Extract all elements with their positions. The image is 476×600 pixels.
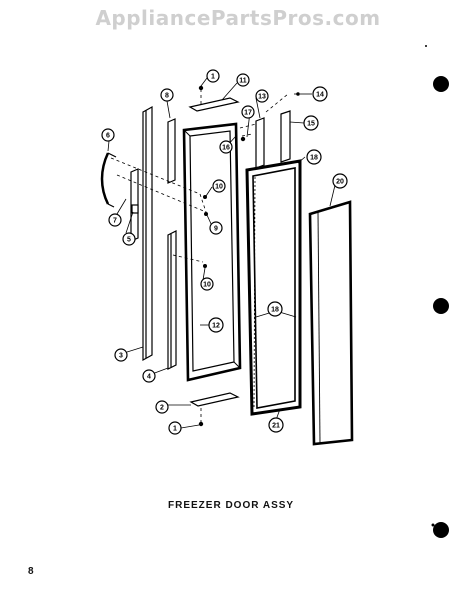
part-18-gasket <box>245 159 302 416</box>
watermark: AppliancePartsPros.com <box>95 6 381 30</box>
callout-1-top: 1 <box>206 69 220 83</box>
part-4-strip <box>167 230 177 370</box>
callout-9: 9 <box>209 221 223 235</box>
callout-18-lower: 18 <box>267 301 283 317</box>
svg-text:13: 13 <box>258 94 266 101</box>
svg-text:2: 2 <box>160 405 164 412</box>
svg-text:9: 9 <box>214 226 218 233</box>
binder-hole-top <box>433 76 449 92</box>
callout-8: 8 <box>160 88 174 102</box>
svg-text:18: 18 <box>271 307 279 314</box>
binder-hole-middle <box>433 298 449 314</box>
callout-2: 2 <box>155 400 169 414</box>
svg-text:11: 11 <box>239 78 247 85</box>
svg-text:1: 1 <box>173 426 177 433</box>
svg-text:6: 6 <box>106 133 110 140</box>
callout-6: 6 <box>101 128 115 142</box>
svg-text:20: 20 <box>336 179 344 186</box>
svg-text:1: 1 <box>211 74 215 81</box>
callout-14: 14 <box>312 86 328 102</box>
svg-text:16: 16 <box>222 145 230 152</box>
callout-15: 15 <box>303 115 319 131</box>
svg-text:12: 12 <box>212 323 220 330</box>
callout-5: 5 <box>122 232 136 246</box>
callout-20: 20 <box>332 173 348 189</box>
leader-lines <box>107 77 337 429</box>
callout-1-bottom: 1 <box>168 421 182 435</box>
part-20-panel <box>308 200 354 446</box>
svg-text:5: 5 <box>127 237 131 244</box>
part-13-piece <box>255 117 265 169</box>
svg-text:21: 21 <box>272 423 280 430</box>
screws <box>198 85 300 427</box>
svg-text:8: 8 <box>165 93 169 100</box>
part-2-bottom-cap <box>189 392 240 407</box>
part-3-strip <box>142 105 153 362</box>
diagram-caption: FREEZER DOOR ASSY <box>168 500 295 511</box>
callout-17: 17 <box>241 105 255 119</box>
callout-10-upper: 10 <box>212 179 226 193</box>
callout-10-lower: 10 <box>200 277 214 291</box>
part-6-handle <box>100 152 117 208</box>
svg-text:17: 17 <box>244 110 252 117</box>
callout-12: 12 <box>208 317 224 333</box>
svg-text:14: 14 <box>316 92 324 99</box>
callout-4: 4 <box>142 369 156 383</box>
part-11-top-cap <box>188 97 240 112</box>
callout-13: 13 <box>255 89 269 103</box>
callout-16: 16 <box>219 140 233 154</box>
callout-7: 7 <box>108 213 122 227</box>
page-number: 8 <box>28 566 34 577</box>
callout-21: 21 <box>268 417 284 433</box>
svg-text:18: 18 <box>310 155 318 162</box>
binder-hole-bottom <box>433 522 449 538</box>
callout-11: 11 <box>236 73 250 87</box>
svg-text:10: 10 <box>203 282 211 289</box>
svg-text:4: 4 <box>147 374 151 381</box>
callout-18-upper: 18 <box>306 149 322 165</box>
callout-3: 3 <box>114 348 128 362</box>
svg-text:7: 7 <box>113 218 117 225</box>
hinge-bracket <box>130 168 139 242</box>
part-8-strip <box>167 118 176 184</box>
svg-text:15: 15 <box>307 121 315 128</box>
svg-text:10: 10 <box>215 184 223 191</box>
part-15-piece <box>280 110 291 163</box>
part-12-door-frame <box>182 122 242 382</box>
svg-text:3: 3 <box>119 353 123 360</box>
